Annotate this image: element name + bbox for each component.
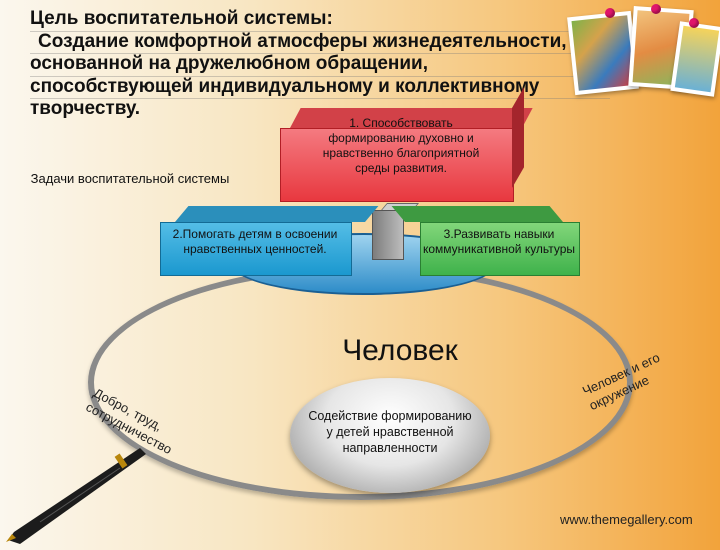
task-3-text: 3.Развивать навыки коммуникативной культ… (422, 227, 576, 256)
title-line-4: способствующей индивидуальному и коллект… (30, 75, 540, 97)
pin-icon (651, 4, 661, 14)
pen-icon (6, 448, 146, 544)
photo-collage-icon (565, 2, 720, 107)
pin-icon (605, 8, 615, 18)
task-box-3-top (391, 206, 563, 222)
task-box-3 (420, 222, 580, 276)
title-line-1: Цель воспитательной системы: (30, 8, 333, 29)
divider-line (30, 53, 610, 54)
task-box-2-top (175, 206, 379, 222)
photo-icon (670, 21, 720, 97)
divider-line (30, 76, 610, 77)
orb-text: Содействие формированию у детей нравстве… (308, 409, 472, 455)
title-line-5: творчеству. (30, 98, 141, 119)
divider-line (30, 31, 610, 32)
tasks-label: Задачи воспитательной системы (30, 171, 230, 186)
task-box-2 (160, 222, 352, 276)
title-line-2: Создание комфортной атмосферы жизнедеяте… (38, 30, 567, 52)
task-2-text: 2.Помогать детям в освоении нравственных… (172, 227, 338, 256)
page-title: Цель воспитательной системы: Создание ко… (30, 8, 590, 121)
pillar (372, 210, 404, 260)
center-orb (290, 378, 490, 493)
task-1-text: 1. Способствовать формированию духовно и… (322, 116, 480, 175)
pin-icon (689, 18, 699, 28)
footer-url[interactable]: www.themegallery.com (560, 512, 693, 527)
task-box-1-side (512, 87, 524, 188)
title-line-3: основанной на дружелюбном обращении, (30, 53, 429, 74)
divider-line (30, 98, 610, 99)
center-label: Человек (342, 334, 458, 367)
